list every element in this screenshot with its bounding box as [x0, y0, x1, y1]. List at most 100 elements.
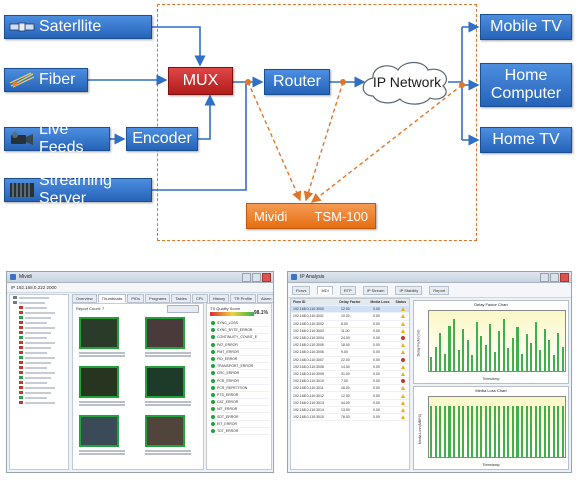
- column-header[interactable]: Status: [395, 300, 407, 305]
- tab-pids[interactable]: PIDs: [127, 294, 145, 303]
- close-button-right[interactable]: [560, 273, 569, 282]
- tree-item[interactable]: [19, 365, 68, 370]
- tab-history[interactable]: History: [208, 294, 230, 303]
- window-controls[interactable]: [242, 273, 271, 282]
- chart-bar: [480, 336, 483, 371]
- tree-item[interactable]: [19, 380, 68, 385]
- flow-cell: 24.00: [341, 336, 350, 341]
- tab-ip-stability[interactable]: IP Stability: [395, 285, 423, 295]
- tree-item[interactable]: [19, 350, 68, 355]
- error-row[interactable]: CAT_ERROR: [209, 399, 269, 407]
- tree-item[interactable]: [19, 345, 68, 350]
- tree-item[interactable]: [19, 360, 68, 365]
- flow-cell: 0.00: [373, 407, 380, 412]
- error-row[interactable]: PCR_ERROR: [209, 378, 269, 385]
- error-row[interactable]: PTS_ERROR: [209, 392, 269, 400]
- tab-alarm[interactable]: Alarm: [256, 294, 273, 303]
- pause-analysis-button[interactable]: [167, 305, 199, 313]
- tree-item[interactable]: [19, 320, 68, 325]
- device-tree[interactable]: [9, 294, 69, 470]
- tree-item[interactable]: [19, 390, 68, 395]
- error-row[interactable]: PCR_REPETITION: [209, 385, 269, 392]
- error-row[interactable]: CONTINUITY_COUNT_E: [209, 334, 269, 342]
- tree-item[interactable]: [19, 370, 68, 375]
- tree-item[interactable]: [13, 300, 68, 305]
- flow-table[interactable]: Flow ID Delay Factor Media Loss Status 192.…: [290, 298, 410, 470]
- column-header[interactable]: Flow ID: [293, 300, 306, 305]
- tab-tables[interactable]: Tables: [171, 294, 191, 303]
- chart-bar: [430, 357, 433, 371]
- chart-bar: [475, 322, 478, 371]
- tree-item[interactable]: [19, 340, 68, 345]
- column-header[interactable]: Media Loss: [370, 300, 390, 305]
- thumbnail-5[interactable]: [79, 415, 119, 447]
- tab-flows[interactable]: Flows: [292, 285, 311, 295]
- tree-item[interactable]: [19, 310, 68, 315]
- maximize-button[interactable]: [252, 273, 261, 282]
- thumbnail-6[interactable]: [145, 415, 185, 447]
- minimize-button[interactable]: [242, 273, 251, 282]
- error-row[interactable]: PID_ERROR: [209, 356, 269, 364]
- warning-icon: [401, 336, 405, 341]
- tree-item[interactable]: [19, 335, 68, 340]
- tab-report[interactable]: Report: [429, 285, 450, 295]
- error-row[interactable]: NIT_ERROR: [209, 406, 269, 414]
- error-row[interactable]: CRC_ERROR: [209, 370, 269, 378]
- error-row[interactable]: SYNC_BYTE_ERROR: [209, 327, 269, 335]
- maximize-button-right[interactable]: [550, 273, 559, 282]
- chart-bar: [498, 330, 501, 371]
- tree-item[interactable]: [19, 325, 68, 330]
- tab-mdi[interactable]: MDI: [317, 285, 333, 295]
- tree-item[interactable]: [19, 355, 68, 360]
- tab-cpl[interactable]: CPL: [191, 294, 208, 303]
- tree-item[interactable]: [19, 400, 68, 405]
- tree-item[interactable]: [19, 395, 68, 400]
- minimize-button-right[interactable]: [540, 273, 549, 282]
- column-header[interactable]: Delay Factor: [339, 300, 361, 305]
- tree-node-icon: [19, 321, 23, 324]
- close-button[interactable]: [262, 273, 271, 282]
- thumbnail-3[interactable]: [79, 366, 119, 398]
- window-title-right: IP Analysis: [300, 274, 325, 280]
- thumbnail-1[interactable]: [79, 317, 119, 349]
- tab-overview[interactable]: Overview: [72, 294, 97, 303]
- tab-rtp[interactable]: RTP: [339, 285, 356, 295]
- tree-item[interactable]: [19, 315, 68, 320]
- thumbnail-2[interactable]: [145, 317, 185, 349]
- error-row[interactable]: PAT_ERROR: [209, 342, 269, 349]
- thumbnail-4[interactable]: [145, 366, 185, 398]
- error-row[interactable]: PMT_ERROR: [209, 349, 269, 356]
- error-row[interactable]: SYNC_LOSS: [209, 320, 269, 328]
- error-row[interactable]: SDT_ERROR: [209, 413, 269, 421]
- tree-item[interactable]: [19, 330, 68, 335]
- error-row[interactable]: EIT_ERROR: [209, 421, 269, 428]
- tree-item[interactable]: [13, 295, 68, 300]
- error-row[interactable]: TDT_ERROR: [209, 428, 269, 435]
- tab-thumbnails[interactable]: Thumbnails: [97, 294, 127, 303]
- tab-tr-profile[interactable]: TR Profile: [230, 294, 256, 303]
- tree-item[interactable]: [19, 385, 68, 390]
- error-name: PAT_ERROR: [217, 342, 238, 347]
- tree-item[interactable]: [19, 375, 68, 380]
- tab-ip-stream[interactable]: IP Stream: [362, 285, 389, 295]
- window-controls-right[interactable]: [540, 273, 569, 282]
- error-row[interactable]: TRANSPORT_ERROR: [209, 363, 269, 371]
- tree-item[interactable]: [19, 305, 68, 310]
- tab-programs[interactable]: Programs: [145, 294, 171, 303]
